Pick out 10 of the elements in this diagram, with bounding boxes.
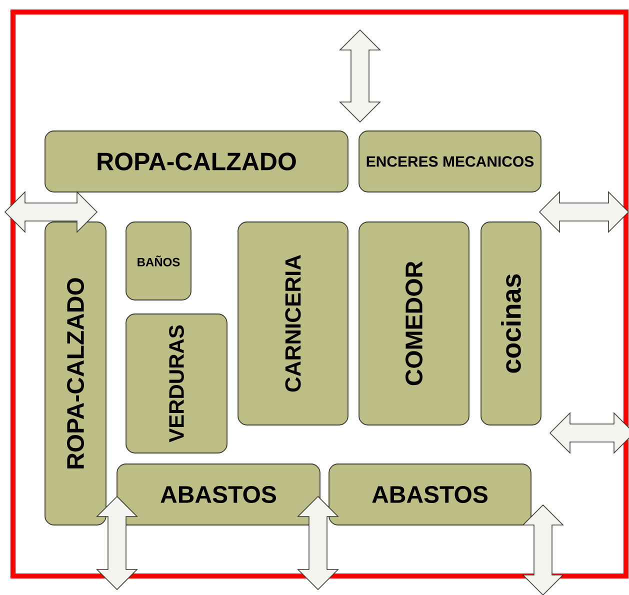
stall-box: BAÑOS: [126, 222, 192, 300]
stall-box: ROPA-CALZADO: [44, 222, 106, 526]
stall-box: ROPA-CALZADO: [44, 130, 348, 192]
stall-box: ABASTOS: [328, 464, 532, 526]
stall-box: ENCERES MECANICOS: [358, 130, 542, 192]
stall-box: COMEDOR: [358, 222, 470, 426]
stall-box: VERDURAS: [126, 314, 228, 454]
stall-box: CARNICERIA: [238, 222, 348, 426]
stall-box: cocinas: [480, 222, 542, 426]
stall-box: ABASTOS: [116, 464, 320, 526]
